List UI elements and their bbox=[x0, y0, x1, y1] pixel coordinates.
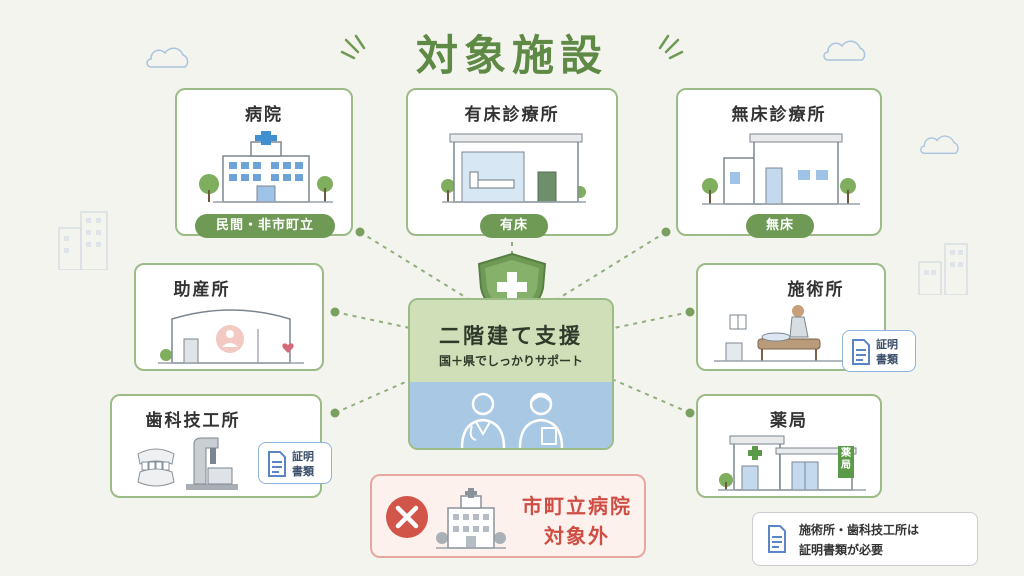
excluded-line1: 市町立病院 bbox=[522, 494, 632, 518]
pharmacy-building-icon bbox=[718, 435, 866, 491]
cross-x-icon bbox=[386, 496, 428, 538]
dental-lab-label: 歯科技工所 bbox=[145, 411, 241, 431]
page-title: 対象施設 bbox=[415, 31, 608, 80]
practitioner-badge-line1: 証明 bbox=[876, 338, 898, 351]
cloud-icon-right bbox=[823, 40, 866, 61]
dental-lab-equipment-icon bbox=[137, 437, 238, 490]
background-buildings-left bbox=[58, 211, 108, 270]
hospital-card[interactable]: 病院 民間・非市町立 bbox=[175, 88, 353, 238]
midwifery-label: 助産所 bbox=[173, 280, 231, 300]
clinic-with-beds-card[interactable]: 有床診療所 有床 bbox=[406, 88, 618, 238]
central-heading: 二階建て支援 bbox=[439, 324, 583, 348]
title-accent-left bbox=[340, 34, 370, 64]
practitioner-room-icon bbox=[714, 305, 848, 362]
dental-lab-badge-line1: 証明 bbox=[292, 450, 314, 463]
clinic-with-beds-tag: 有床 bbox=[480, 214, 548, 238]
clinic-no-beds-card[interactable]: 無床診療所 無床 bbox=[676, 88, 882, 238]
central-subheading: 国＋県でしっかりサポート bbox=[438, 354, 583, 368]
central-hub-top bbox=[410, 300, 612, 382]
clinic-with-beds-label: 有床診療所 bbox=[464, 105, 560, 125]
nurse-icon bbox=[518, 392, 564, 448]
pharmacy-card[interactable]: 薬局 薬局 bbox=[696, 394, 882, 498]
title-accent-right bbox=[654, 34, 684, 64]
dental-lab-document-badge: 証明 書類 bbox=[258, 442, 332, 484]
document-icon bbox=[768, 525, 786, 553]
cloud-icon-left bbox=[146, 47, 189, 68]
excluded-box[interactable]: 市町立病院 対象外 bbox=[370, 474, 646, 558]
practitioner-badge-line2: 書類 bbox=[876, 353, 898, 366]
hospital-label: 病院 bbox=[245, 105, 283, 125]
cloud-icon-right-small bbox=[920, 135, 959, 155]
clinic-no-beds-label: 無床診療所 bbox=[731, 105, 827, 125]
midwifery-card[interactable]: 助産所 bbox=[134, 263, 324, 371]
clinic-no-beds-tag: 無床 bbox=[746, 214, 814, 238]
background-buildings-right bbox=[918, 243, 968, 295]
clinic-with-beds-building-icon bbox=[441, 133, 586, 203]
central-hub-bottom bbox=[410, 382, 612, 448]
excluded-line2: 対象外 bbox=[544, 524, 610, 548]
practitioner-document-badge: 証明 書類 bbox=[842, 330, 916, 372]
doctor-icon bbox=[460, 392, 506, 448]
note-line1: 施術所・歯科技工所は bbox=[799, 523, 920, 537]
clinic-no-beds-building-icon bbox=[702, 133, 860, 205]
pharmacy-label: 薬局 bbox=[770, 411, 808, 431]
hospital-building-icon bbox=[199, 131, 333, 203]
hospital-tag: 民間・非市町立 bbox=[195, 214, 335, 238]
pharmacy-sign: 薬局 bbox=[841, 448, 851, 471]
document-icon bbox=[852, 339, 870, 365]
practitioner-label: 施術所 bbox=[787, 280, 845, 300]
municipal-hospital-icon bbox=[436, 488, 506, 549]
document-icon bbox=[268, 451, 286, 477]
note-box: 施術所・歯科技工所は 証明書類が必要 bbox=[752, 512, 978, 566]
note-line2: 証明書類が必要 bbox=[799, 543, 884, 557]
central-hub[interactable]: 二階建て支援 国＋県でしっかりサポート bbox=[408, 298, 614, 450]
heart-icon bbox=[282, 343, 294, 353]
midwifery-building-icon bbox=[158, 309, 304, 364]
dental-lab-badge-line2: 書類 bbox=[292, 465, 314, 478]
